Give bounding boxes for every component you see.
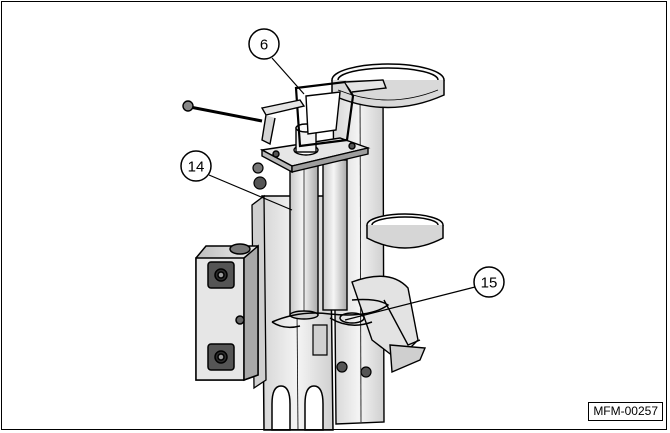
callout-leaders (208, 57, 476, 321)
retaining-clip (271, 298, 390, 329)
callout-14-label: 14 (188, 159, 205, 176)
figure-code-label: MFM-00257 (588, 402, 663, 421)
locking-lever (182, 79, 387, 148)
lower-support-bracket (351, 275, 427, 374)
column-slot-right (304, 385, 324, 431)
top-mounting-plate (259, 123, 371, 174)
pin-holder-rod (289, 159, 348, 320)
junction-box (195, 243, 259, 382)
callout-15: 15 (473, 266, 505, 298)
callout-15-label: 15 (481, 275, 498, 292)
callout-6-label: 6 (260, 37, 268, 54)
callout-6: 6 (248, 28, 280, 60)
callout-14: 14 (180, 150, 212, 182)
column-slot-left (271, 385, 291, 431)
column-bolts (252, 162, 372, 378)
middle-ring-clamp (366, 213, 444, 249)
